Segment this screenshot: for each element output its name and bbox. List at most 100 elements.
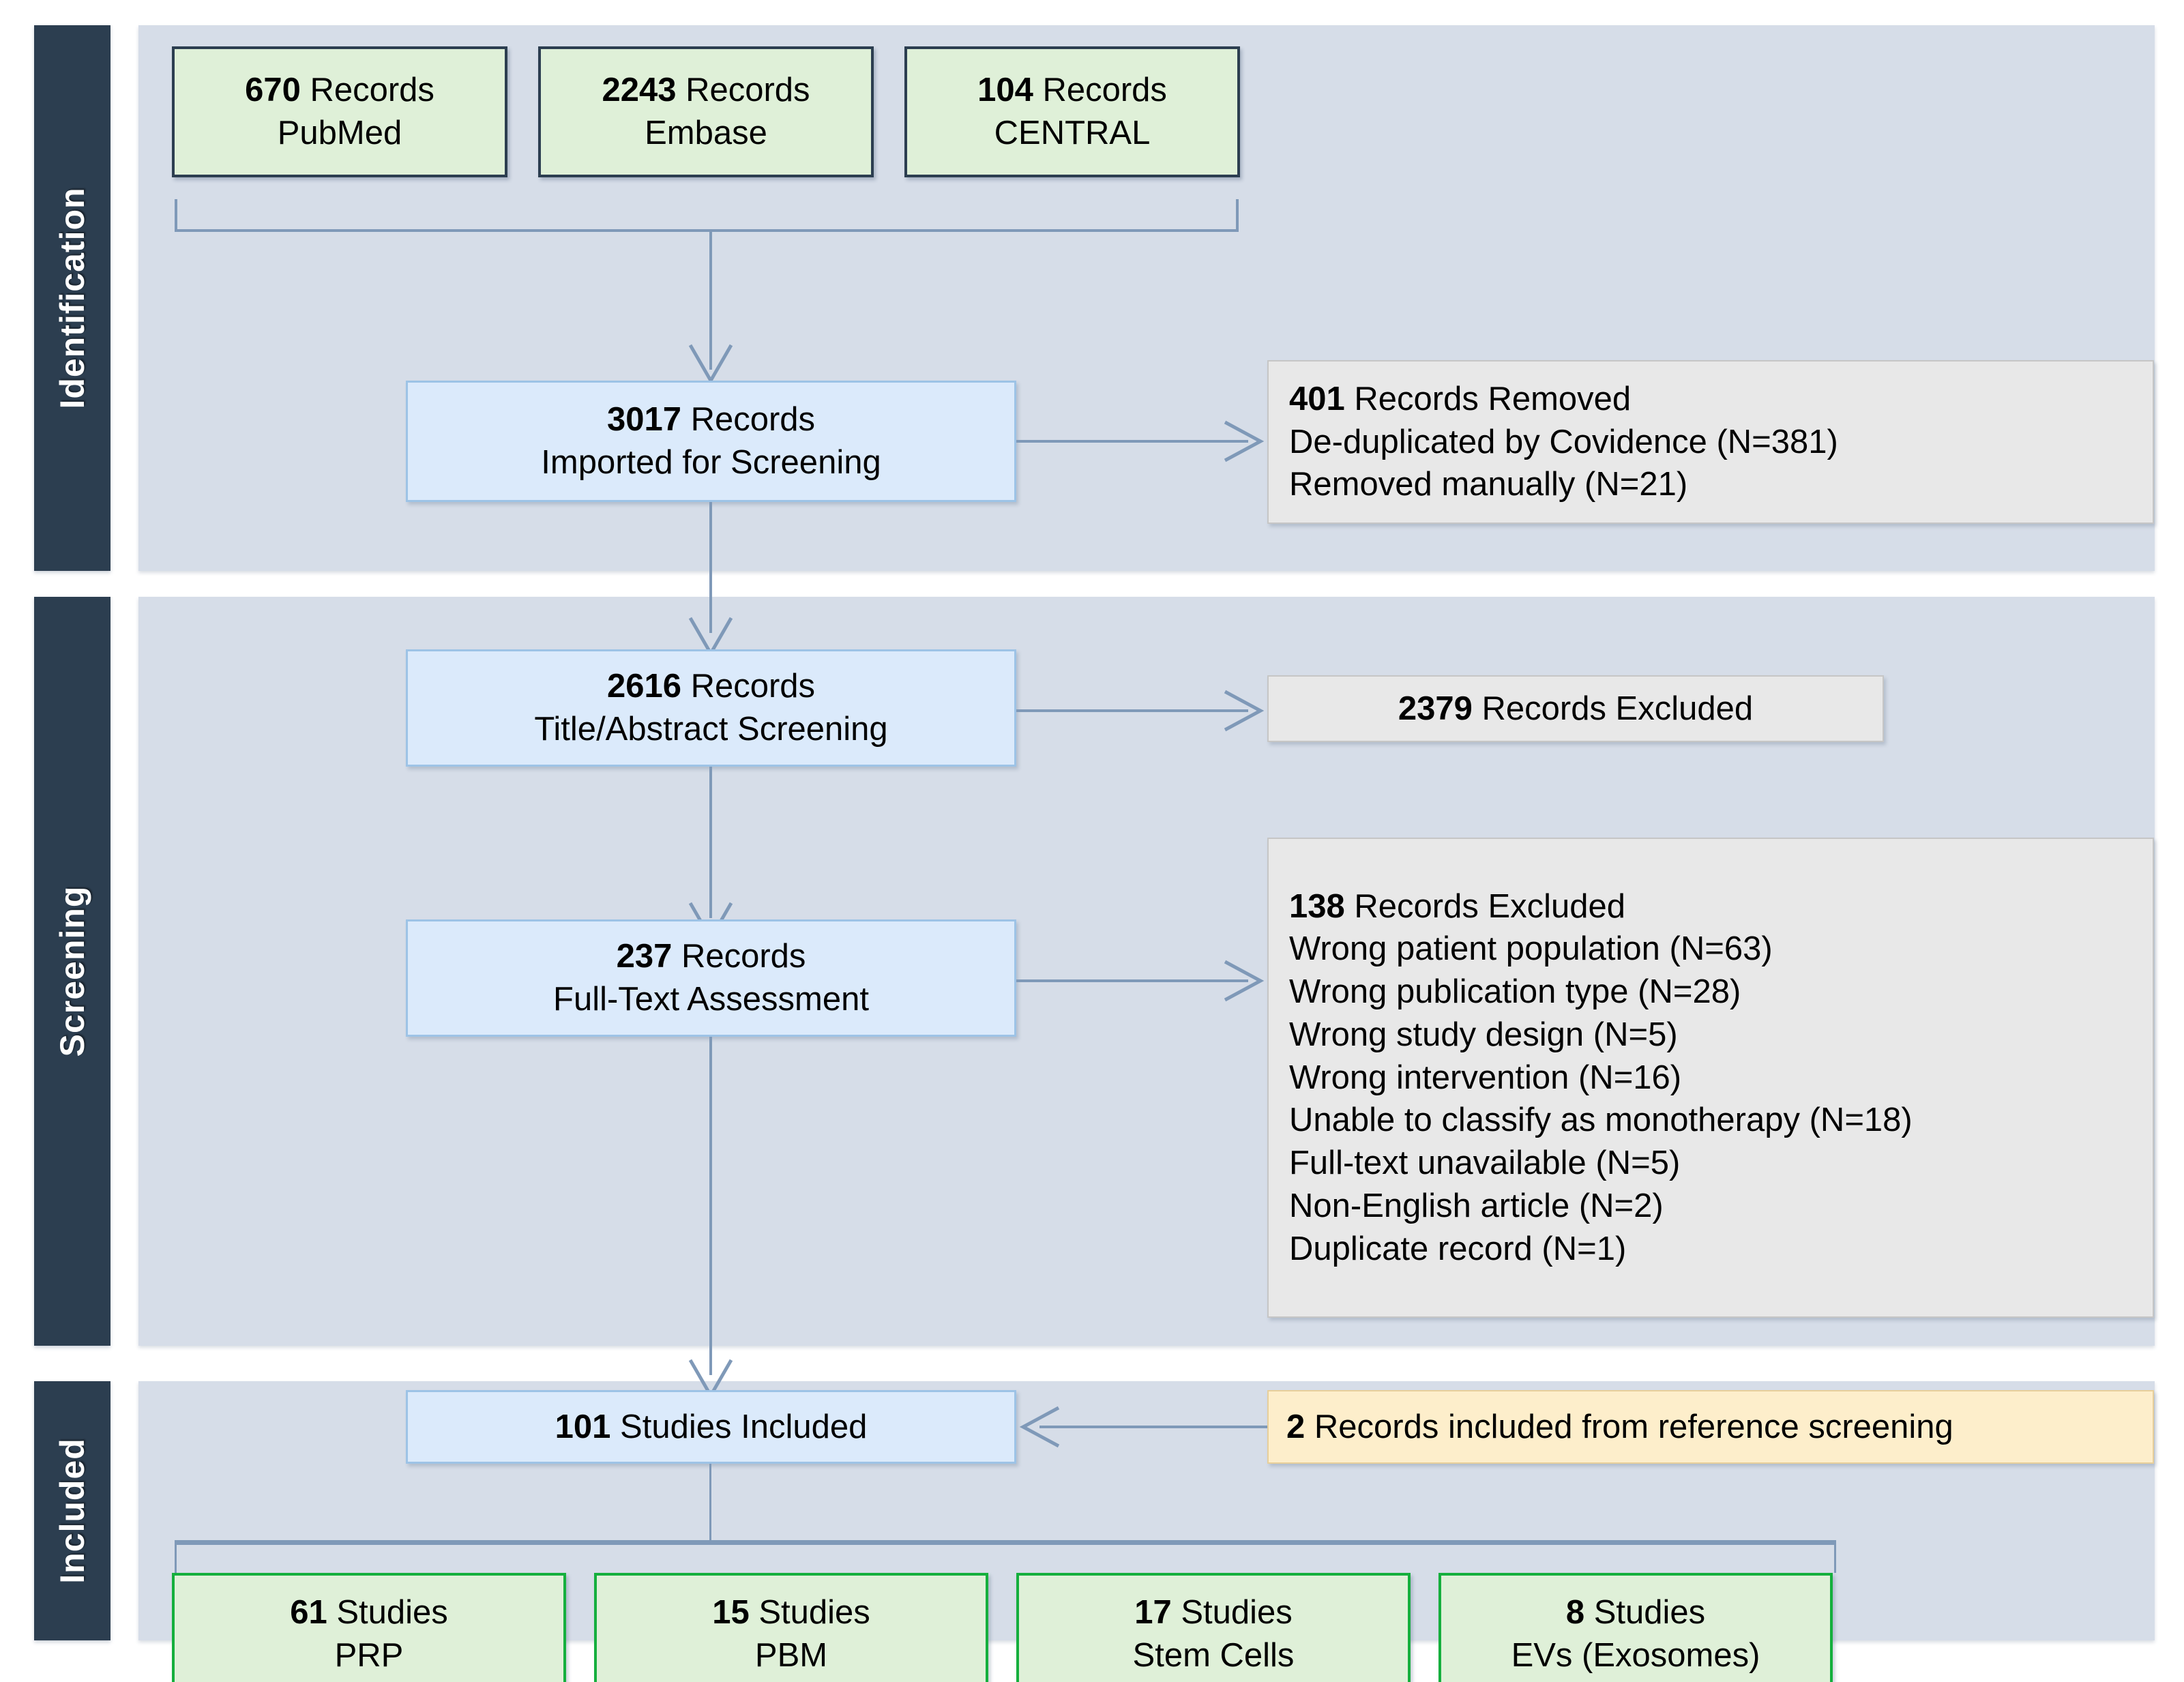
imported-detail: Imported for Screening	[541, 444, 881, 481]
flow-box-title-abstract-screening[interactable]: 2616 Records Title/Abstract Screening	[406, 649, 1016, 767]
connector-full-text-to-included	[709, 1037, 712, 1375]
source-name-pubmed: PubMed	[277, 115, 402, 151]
studies-included-count: 101	[555, 1408, 611, 1445]
result-name-evs: EVs (Exosomes)	[1511, 1637, 1760, 1674]
result-box-pbm[interactable]: 15 Studies PBM	[594, 1573, 988, 1682]
result-box-evs-exosomes[interactable]: 8 Studies EVs (Exosomes)	[1438, 1573, 1833, 1682]
connector-sources-right-riser	[1236, 199, 1239, 232]
exclusion-reason-wrong-study-design: Wrong study design (N=5)	[1289, 1016, 1678, 1053]
excluded-title-abstract-line: 2379 Records Excluded	[1398, 688, 1753, 731]
connector-results-left-drop	[175, 1540, 177, 1573]
connector-included-to-results-drop	[709, 1464, 711, 1543]
removed-line-manual: Removed manually (N=21)	[1289, 466, 1688, 503]
exclusion-reason-wrong-publication-type: Wrong publication type (N=28)	[1289, 973, 1741, 1011]
result-name-stem-cells: Stem Cells	[1132, 1637, 1295, 1674]
title-abstract-detail: Title/Abstract Screening	[534, 711, 888, 748]
arrowhead-imported-to-removed	[1224, 420, 1265, 462]
connector-reference-to-included	[1039, 1426, 1267, 1428]
stage-label-identification: Identification	[53, 187, 91, 409]
source-name-central: CENTRAL	[994, 115, 1151, 151]
result-unit-pbm: Studies	[758, 1594, 870, 1632]
excluded-title-abstract-text: Records Excluded	[1481, 690, 1754, 727]
exclusion-reason-non-english-article: Non-English article (N=2)	[1289, 1187, 1664, 1224]
studies-included-line: 101 Studies Included	[555, 1406, 868, 1449]
connector-title-abstract-to-full-text	[709, 767, 712, 918]
full-text-count-line: 237 Records	[617, 935, 806, 978]
excluded-full-text-heading: 138 Records Excluded	[1289, 885, 1625, 928]
source-unit-embase: Records	[685, 72, 810, 109]
source-count-line-embase: 2243 Records	[602, 69, 810, 112]
connector-imported-to-removed	[1016, 440, 1248, 443]
stage-label-screening: Screening	[53, 885, 91, 1057]
arrowhead-reference-to-included	[1019, 1406, 1060, 1448]
stage-tab-screening: Screening	[34, 597, 110, 1346]
reference-screening-count: 2	[1286, 1408, 1305, 1445]
excluded-full-text-count: 138	[1289, 887, 1345, 925]
result-name-pbm: PBM	[754, 1637, 828, 1674]
reference-screening-text: Records included from reference screenin…	[1314, 1408, 1953, 1445]
exclusion-reason-wrong-patient-population: Wrong patient population (N=63)	[1289, 930, 1773, 968]
flow-box-full-text-assessment[interactable]: 237 Records Full-Text Assessment	[406, 919, 1016, 1037]
source-count-central: 104	[977, 72, 1033, 109]
studies-included-text: Studies Included	[620, 1408, 868, 1445]
result-count-evs: 8	[1565, 1594, 1585, 1632]
exclude-box-title-abstract-excluded[interactable]: 2379 Records Excluded	[1267, 675, 1884, 742]
connector-sources-to-imported	[709, 229, 712, 370]
flow-box-imported-for-screening[interactable]: 3017 Records Imported for Screening	[406, 381, 1016, 502]
exclude-box-full-text-excluded[interactable]: 138 Records Excluded Wrong patient popul…	[1267, 838, 2154, 1318]
removed-line-deduplicated: De-duplicated by Covidence (N=381)	[1289, 423, 1838, 460]
full-text-detail: Full-Text Assessment	[553, 981, 869, 1018]
result-count-prp: 61	[290, 1594, 327, 1632]
result-box-stem-cells[interactable]: 17 Studies Stem Cells	[1016, 1573, 1411, 1682]
source-box-embase[interactable]: 2243 Records Embase	[538, 46, 874, 177]
flow-box-studies-included[interactable]: 101 Studies Included	[406, 1390, 1016, 1464]
exclusion-reason-unable-to-classify-monotherapy: Unable to classify as monotherapy (N=18)	[1289, 1102, 1913, 1139]
title-abstract-count-line: 2616 Records	[607, 665, 815, 708]
result-unit-stem-cells: Studies	[1181, 1594, 1293, 1632]
result-count-pbm: 15	[712, 1594, 750, 1632]
source-unit-pubmed: Records	[310, 72, 434, 109]
connector-full-text-to-excluded	[1016, 979, 1248, 982]
exclude-box-records-removed[interactable]: 401 Records Removed De-duplicated by Cov…	[1267, 360, 2154, 524]
full-text-count: 237	[616, 938, 673, 975]
connector-results-bar	[175, 1540, 1836, 1545]
exclusion-reason-full-text-unavailable: Full-text unavailable (N=5)	[1289, 1145, 1681, 1182]
source-count-line-pubmed: 670 Records	[245, 69, 434, 112]
result-count-stem-cells: 17	[1134, 1594, 1172, 1632]
full-text-unit: Records	[681, 938, 806, 975]
connector-results-right-drop	[1834, 1540, 1836, 1573]
imported-count: 3017	[606, 401, 681, 439]
connector-sources-left-riser	[175, 199, 177, 232]
connector-title-abstract-to-excluded	[1016, 709, 1248, 712]
source-name-embase: Embase	[645, 115, 767, 151]
exclusion-reason-wrong-intervention: Wrong intervention (N=16)	[1289, 1059, 1682, 1096]
source-box-central[interactable]: 104 Records CENTRAL	[904, 46, 1240, 177]
excluded-title-abstract-count: 2379	[1398, 690, 1473, 727]
source-unit-central: Records	[1042, 72, 1167, 109]
result-count-line-pbm: 15 Studies	[712, 1591, 870, 1634]
result-count-line-evs: 8 Studies	[1566, 1591, 1705, 1634]
result-unit-evs: Studies	[1593, 1594, 1706, 1632]
removed-heading-text: Records Removed	[1354, 380, 1632, 417]
removed-count: 401	[1289, 380, 1345, 417]
result-unit-prp: Studies	[336, 1594, 448, 1632]
result-name-prp: PRP	[334, 1637, 404, 1674]
excluded-full-text-heading-text: Records Excluded	[1354, 887, 1626, 925]
connector-sources-bar	[175, 229, 1239, 232]
source-count-line-central: 104 Records	[977, 69, 1167, 112]
connector-imported-to-title-abstract	[709, 502, 712, 633]
reference-screening-box[interactable]: 2 Records included from reference screen…	[1267, 1390, 2154, 1464]
source-count-embase: 2243	[602, 72, 677, 109]
exclusion-reason-duplicate-record: Duplicate record (N=1)	[1289, 1230, 1627, 1267]
imported-count-line: 3017 Records	[607, 398, 815, 441]
stage-tab-included: Included	[34, 1381, 110, 1640]
result-box-prp[interactable]: 61 Studies PRP	[172, 1573, 566, 1682]
title-abstract-count: 2616	[606, 668, 681, 705]
source-box-pubmed[interactable]: 670 Records PubMed	[172, 46, 507, 177]
stage-tab-identification: Identification	[34, 25, 110, 571]
reference-screening-line: 2 Records included from reference screen…	[1286, 1406, 1953, 1449]
stage-label-included: Included	[53, 1438, 91, 1584]
source-count-pubmed: 670	[245, 72, 301, 109]
result-count-line-prp: 61 Studies	[290, 1591, 448, 1634]
